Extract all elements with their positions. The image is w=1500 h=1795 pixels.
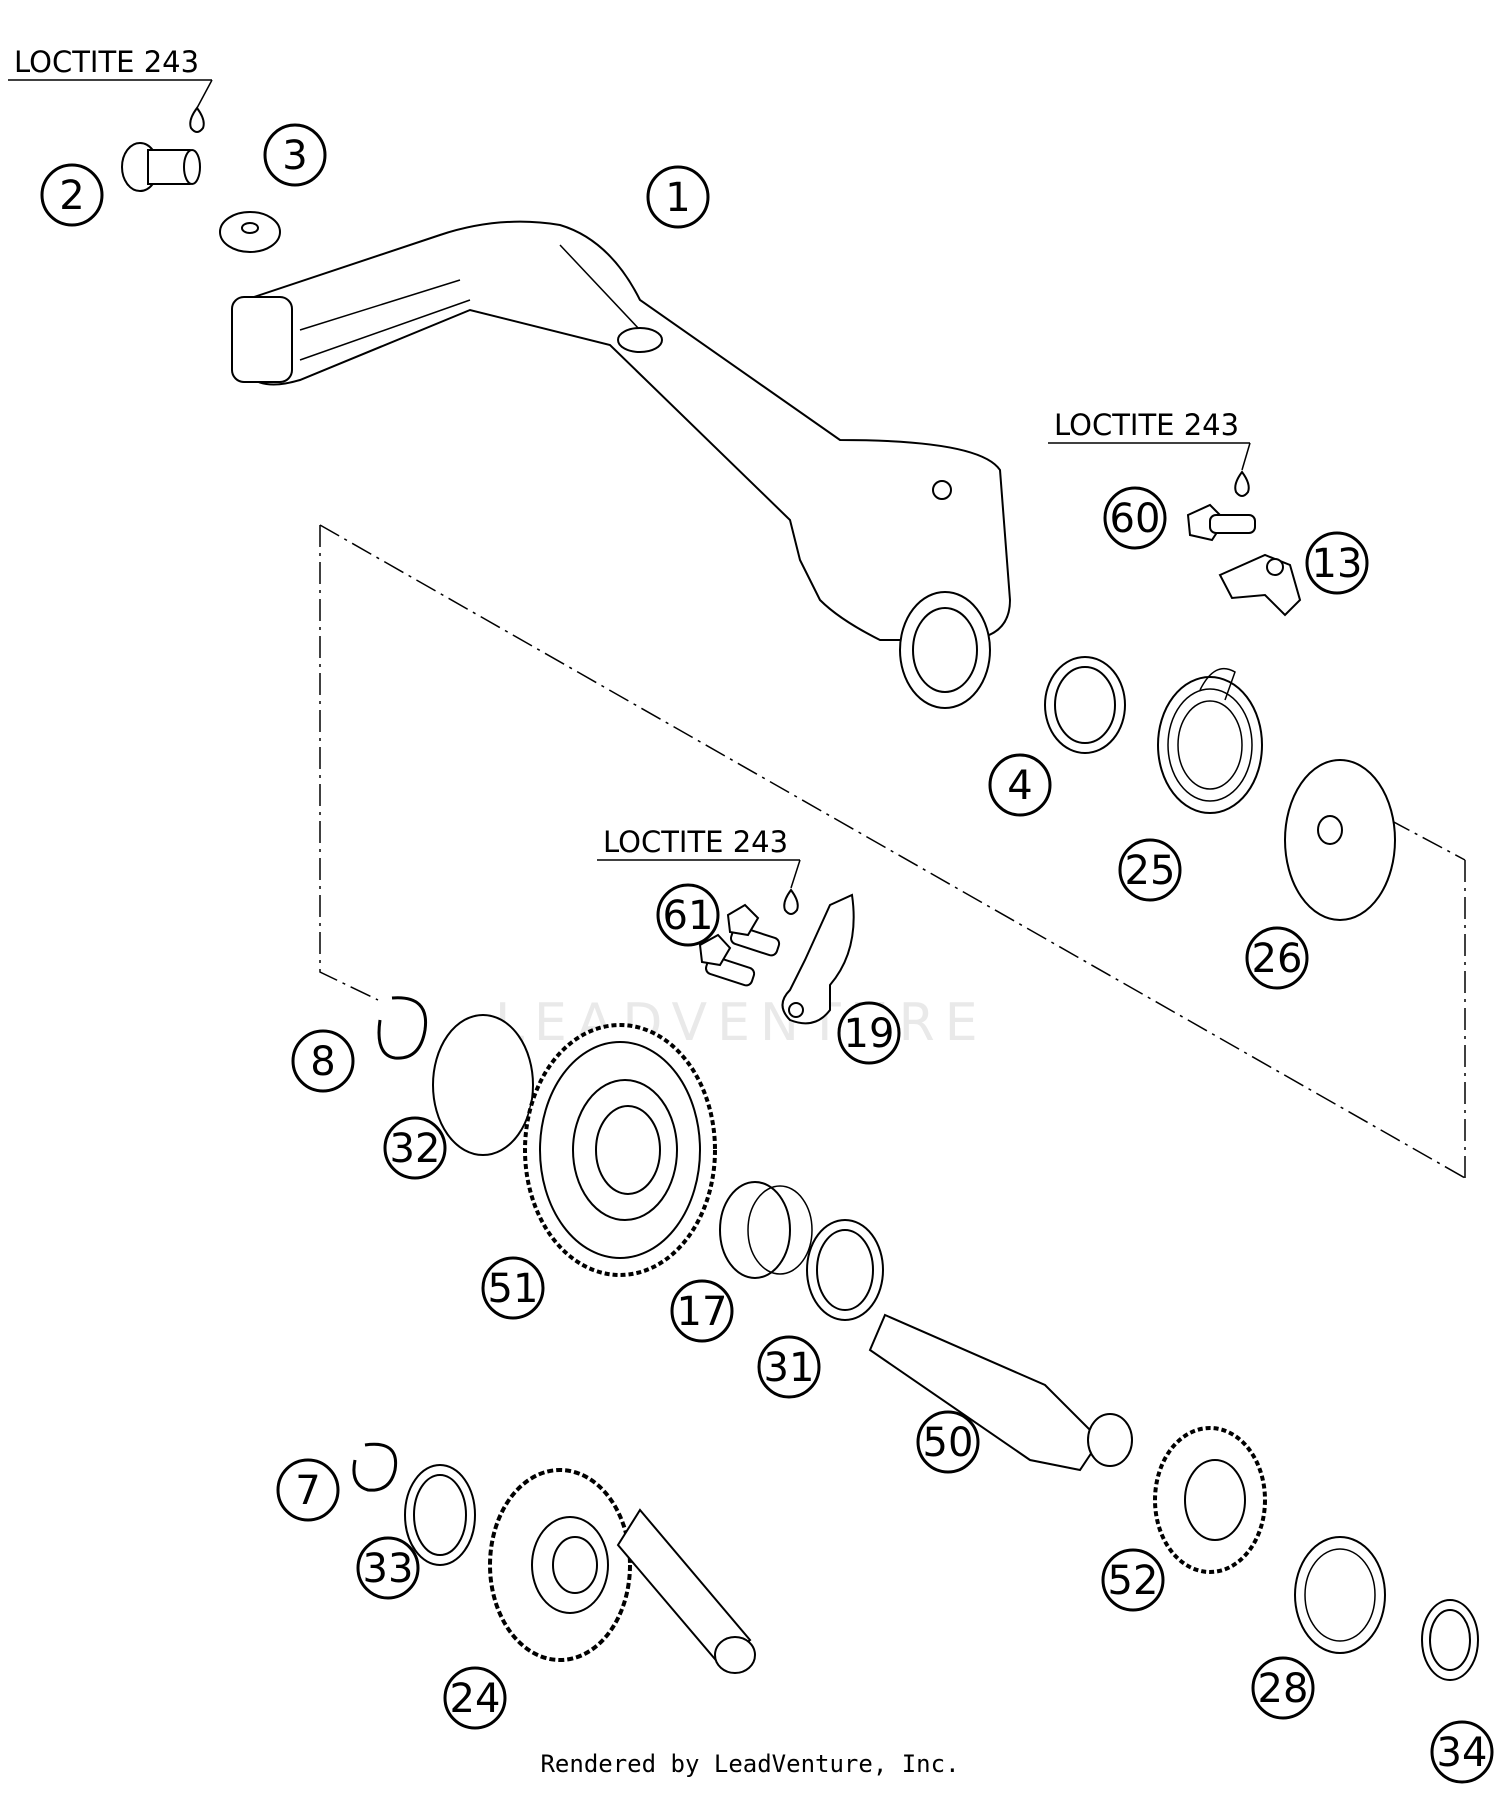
- svg-text:8: 8: [310, 1039, 335, 1085]
- callout-33: 33: [356, 1536, 420, 1600]
- part-ratchet-52: [1153, 1426, 1267, 1574]
- callout-52: 52: [1101, 1548, 1165, 1612]
- part-washer-34: [1421, 1599, 1479, 1681]
- part-washer-small: [219, 211, 281, 253]
- part-pin-24: [616, 1508, 756, 1674]
- callout-8: 8: [291, 1029, 355, 1093]
- callout-32: 32: [383, 1116, 447, 1180]
- adhesive-drop-icon: [189, 106, 205, 133]
- callout-50: 50: [916, 1410, 980, 1474]
- callout-19: 19: [837, 1001, 901, 1065]
- callout-3: 3: [263, 123, 327, 187]
- svg-text:19: 19: [844, 1011, 895, 1057]
- part-bolts-61: [698, 903, 781, 987]
- svg-text:2: 2: [59, 173, 84, 219]
- part-shaft-50: [868, 1313, 1133, 1472]
- callout-24: 24: [443, 1666, 507, 1730]
- callout-2: 2: [40, 163, 104, 227]
- callout-60: 60: [1103, 486, 1167, 550]
- svg-text:24: 24: [450, 1676, 501, 1722]
- svg-text:31: 31: [764, 1345, 815, 1391]
- callout-1: 1: [646, 165, 710, 229]
- svg-text:51: 51: [488, 1266, 539, 1312]
- part-pawl-19: [781, 893, 855, 1025]
- adhesive-drop-icon: [1234, 470, 1250, 497]
- callout-25: 25: [1118, 838, 1182, 902]
- svg-text:1: 1: [665, 175, 690, 221]
- part-spring-28: [1294, 1536, 1386, 1654]
- svg-text:28: 28: [1258, 1666, 1309, 1712]
- part-kick-lever: [231, 220, 1012, 709]
- loctite-label-3: LOCTITE 243: [597, 825, 801, 915]
- part-spring-25: [1157, 667, 1263, 814]
- part-bolt-60: [1186, 503, 1256, 542]
- callout-4: 4: [988, 753, 1052, 817]
- adhesive-drop-icon: [783, 888, 799, 915]
- part-gear-24: [488, 1468, 632, 1662]
- loctite-label-2: LOCTITE 243: [1048, 408, 1251, 497]
- callout-7: 7: [276, 1458, 340, 1522]
- callout-61: 61: [656, 883, 720, 947]
- svg-text:32: 32: [390, 1126, 441, 1172]
- svg-text:26: 26: [1252, 936, 1303, 982]
- callout-28: 28: [1251, 1656, 1315, 1720]
- svg-text:LOCTITE 243: LOCTITE 243: [1054, 408, 1239, 442]
- part-washer-31: [806, 1219, 884, 1321]
- part-bearing-17: [719, 1181, 813, 1279]
- callout-51: 51: [481, 1256, 545, 1320]
- callout-34: 34: [1430, 1720, 1494, 1784]
- svg-text:7: 7: [295, 1468, 320, 1514]
- footer-credit: Rendered by LeadVenture, Inc.: [540, 1750, 960, 1778]
- svg-text:61: 61: [663, 893, 714, 939]
- svg-text:4: 4: [1007, 763, 1032, 809]
- svg-text:LOCTITE 243: LOCTITE 243: [14, 45, 199, 79]
- svg-text:13: 13: [1312, 541, 1363, 587]
- svg-text:3: 3: [282, 133, 307, 179]
- part-bracket: [1218, 553, 1302, 617]
- part-plate-26: [1284, 759, 1396, 921]
- svg-text:50: 50: [923, 1420, 974, 1466]
- svg-text:LOCTITE 243: LOCTITE 243: [603, 825, 788, 859]
- part-pin: [121, 142, 201, 192]
- assembly-guide-line-2: [319, 524, 1466, 1179]
- svg-text:60: 60: [1110, 496, 1161, 542]
- svg-text:17: 17: [677, 1289, 728, 1335]
- callout-31: 31: [757, 1335, 821, 1399]
- part-circlip-8: [377, 996, 428, 1060]
- part-washer-33: [404, 1464, 476, 1566]
- svg-text:33: 33: [363, 1546, 414, 1592]
- part-washer-32: [432, 1014, 534, 1156]
- part-gear-51: [523, 1023, 717, 1277]
- svg-text:25: 25: [1125, 848, 1176, 894]
- svg-text:34: 34: [1437, 1730, 1488, 1776]
- callout-26: 26: [1245, 926, 1309, 990]
- part-washer-4: [1044, 656, 1126, 754]
- assembly-guide-line: [319, 525, 379, 1001]
- callout-17: 17: [670, 1279, 734, 1343]
- callout-13: 13: [1305, 531, 1369, 595]
- loctite-label-1: LOCTITE 243: [8, 45, 213, 133]
- part-circlip-7: [352, 1442, 398, 1492]
- svg-text:52: 52: [1108, 1558, 1159, 1604]
